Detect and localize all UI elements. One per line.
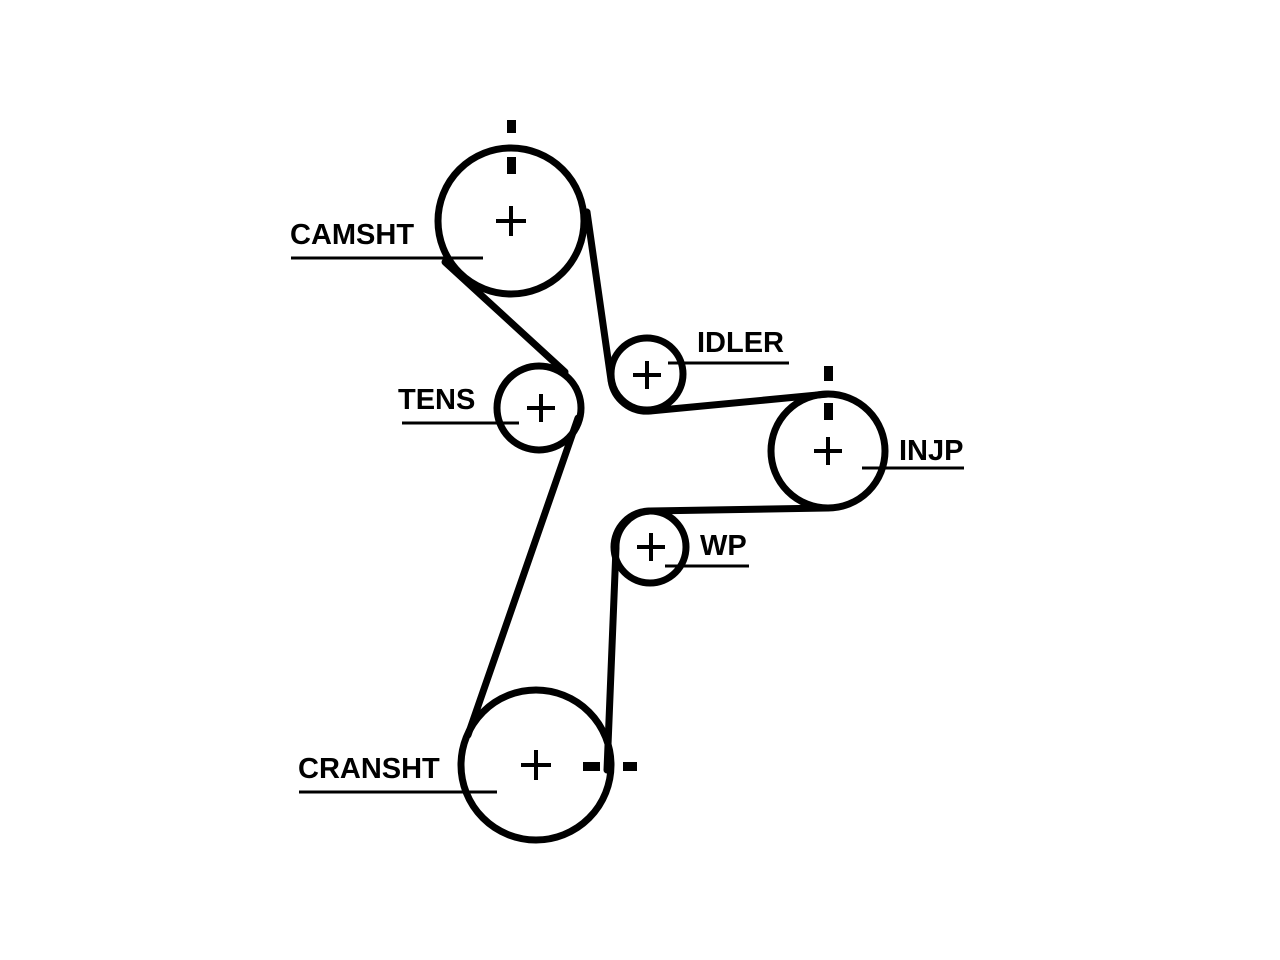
tensioner-center-mark	[527, 394, 555, 422]
crankshaft-label: CRANSHT	[298, 753, 440, 785]
water-pump-pulley	[610, 507, 690, 587]
injection-pump-timing-mark	[824, 366, 833, 420]
belt-water-pump-to-crankshaft	[603, 544, 620, 774]
camshaft-pulley	[434, 144, 588, 298]
water-pump-label: WP	[700, 530, 747, 562]
injection-pump-label: INJP	[899, 435, 963, 467]
injection-pump-center-mark	[814, 437, 842, 465]
tensioner-label: TENS	[398, 384, 475, 416]
belt-idler-to-injection-pump	[646, 390, 832, 415]
tensioner-pulley	[493, 362, 585, 454]
camshaft-label: CAMSHT	[290, 219, 414, 251]
idler-center-mark	[633, 361, 661, 389]
crankshaft-center-mark	[521, 750, 551, 780]
idler-pulley	[607, 334, 687, 414]
belt-injection-pump-to-water-pump	[646, 504, 832, 515]
camshaft-center-mark	[496, 206, 526, 236]
idler-label: IDLER	[697, 327, 784, 359]
crankshaft-pulley	[457, 686, 615, 844]
belt-camshaft-to-idler	[583, 208, 615, 384]
injection-pump-pulley	[767, 390, 889, 512]
camshaft-timing-mark	[507, 120, 516, 174]
crankshaft-timing-mark	[583, 762, 637, 771]
belt-crankshaft-to-tensioner	[464, 414, 582, 739]
water-pump-center-mark	[637, 533, 665, 561]
